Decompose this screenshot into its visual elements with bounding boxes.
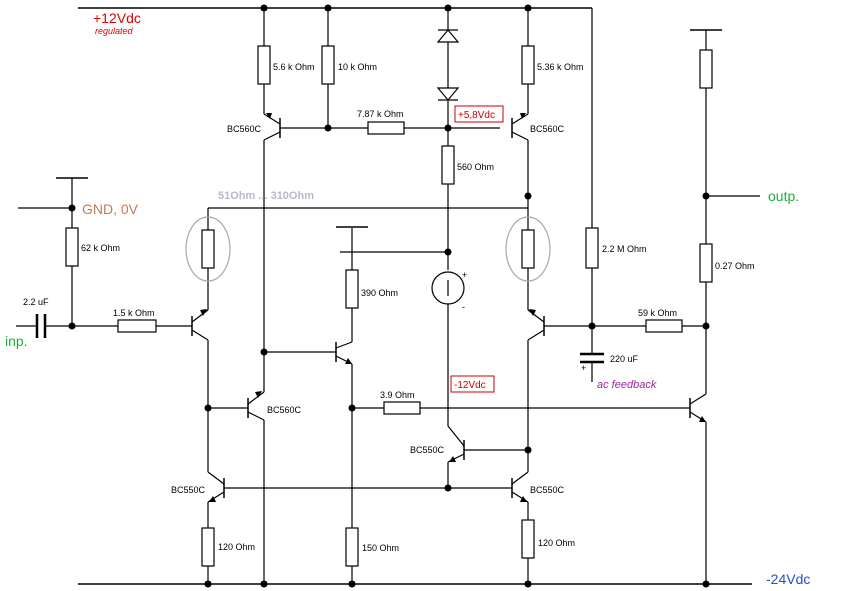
transistor-input-left (191, 309, 209, 341)
source-minus: - (462, 302, 465, 312)
transistor-output (689, 393, 707, 423)
label-positive-rail-note: regulated (95, 26, 134, 36)
resistor-2m2 (585, 227, 599, 269)
label-ground: GND, 0V (82, 201, 139, 217)
transistor-bc550c-right (511, 471, 529, 503)
transistor-bc550c-left (207, 471, 225, 503)
resistor-560 (441, 145, 455, 185)
name-bc550c-left: BC550C (171, 485, 206, 495)
value-120-left: 120 Ohm (218, 542, 255, 552)
resistor-150 (345, 527, 359, 567)
resistor-390 (345, 269, 359, 309)
name-bc550c-mid: BC550C (410, 445, 445, 455)
value-150: 150 Ohm (362, 543, 399, 553)
value-0r27: 0.27 Ohm (715, 261, 755, 271)
label-negative-rail: -24Vdc (766, 571, 810, 587)
value-62k: 62 k Ohm (81, 243, 120, 253)
transistor-mid-npn (335, 341, 353, 365)
transistor-bc560c-top-right (511, 113, 529, 141)
value-c-feedback: 220 uF (610, 354, 639, 364)
name-bc550c-right: BC550C (530, 485, 565, 495)
value-1k5: 1.5 k Ohm (113, 308, 155, 318)
diode-lower (436, 87, 460, 101)
value-560: 560 Ohm (457, 162, 494, 172)
transistor-input-right (527, 309, 545, 341)
value-7k87: 7.87 k Ohm (357, 109, 404, 119)
value-59k: 59 k Ohm (638, 308, 677, 318)
label-output: outp. (768, 188, 799, 204)
value-5k36: 5.36 k Ohm (537, 62, 584, 72)
value-120-right: 120 Ohm (538, 538, 575, 548)
resistor-output-top (699, 49, 713, 89)
capacitor-input (35, 314, 47, 338)
junction-dots (68, 4, 710, 588)
capacitor-feedback-plus: + (581, 363, 586, 373)
resistor-51-310-left (201, 229, 215, 269)
resistor-51-310-right (521, 229, 535, 269)
label-tap-5v8: +5,8Vdc (458, 110, 495, 121)
value-10k: 10 k Ohm (338, 62, 377, 72)
value-3r9: 3.9 Ohm (380, 390, 415, 400)
resistor-62k (65, 227, 79, 267)
value-5k6: 5.6 k Ohm (273, 62, 315, 72)
name-bc560c-top-left: BC560C (227, 124, 262, 134)
resistor-120-right (521, 519, 535, 559)
label-adjust-range: 51Ohm ... 310Ohm (218, 190, 314, 202)
resistor-5k6 (257, 45, 271, 85)
resistor-0r27 (699, 243, 713, 283)
note-box-neg12 (450, 375, 495, 393)
transistor-bc560c-mid (247, 391, 265, 421)
resistor-1k5 (117, 319, 157, 333)
name-bc560c-top-right: BC560C (530, 124, 565, 134)
resistor-120-left (201, 527, 215, 567)
adjust-hint-right (505, 216, 551, 282)
value-390: 390 Ohm (361, 288, 398, 298)
source-plus: + (462, 270, 467, 280)
label-tap-neg12: -12Vdc (454, 380, 486, 391)
resistor-59k (645, 319, 683, 333)
resistor-3r9 (383, 401, 421, 415)
wires (16, 7, 760, 585)
diode-upper (436, 29, 460, 43)
name-bc560c-mid: BC560C (267, 405, 302, 415)
resistor-10k (321, 45, 335, 85)
current-source (431, 271, 465, 305)
label-ac-feedback: ac feedback (597, 379, 657, 391)
value-c-input: 2.2 uF (23, 297, 49, 307)
transistor-bc550c-mid (447, 425, 465, 463)
adjust-hint-left (185, 216, 231, 282)
resistor-7k87 (367, 121, 405, 135)
label-input: inp. (5, 333, 28, 349)
note-box-5v8 (454, 105, 504, 123)
capacitor-feedback (580, 352, 604, 382)
value-2m2: 2.2 M Ohm (602, 244, 647, 254)
label-positive-rail: +12Vdc (93, 10, 141, 26)
resistor-5k36 (521, 45, 535, 85)
transistor-bc560c-top-left (263, 113, 281, 141)
